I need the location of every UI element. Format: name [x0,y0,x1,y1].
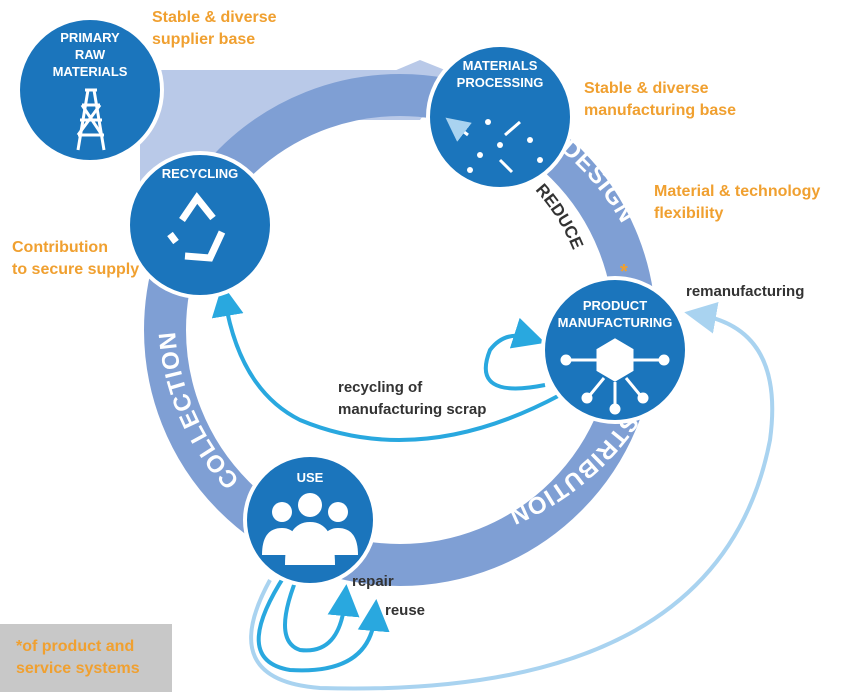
svg-text:MATERIALS: MATERIALS [53,64,128,79]
people-group-icon [262,493,358,565]
particles-icon [445,117,543,174]
node-primary-raw-materials: PRIMARY RAW MATERIALS [16,16,164,164]
benefit-flexibility-line1: Material & technology [654,183,820,200]
benefit-manufacturing-line1: Stable & diverse [584,80,709,97]
reuse-arrow [256,573,390,673]
footnote-line2: service systems [16,660,140,677]
scrap-recycling-arrow [211,284,561,442]
oil-derrick-icon [76,88,106,151]
remanufacturing-arrow [249,302,775,691]
svg-text:PRIMARY: PRIMARY [60,30,120,45]
footnote: *of product and service systems [16,636,166,680]
recycle-icon [167,192,226,262]
node-recycling: RECYCLING [126,151,274,299]
node-use: USE [243,453,377,587]
reuse-label: reuse [385,602,425,619]
node-product-manufacturing: PRODUCT MANUFACTURING [541,276,689,424]
recycling-scrap-line1: recycling of [338,379,423,396]
footnote-box [0,624,172,692]
benefit-supplier-line1: Stable & diverse [152,9,277,26]
svg-text:USE: USE [297,470,324,485]
svg-text:RECYCLING: RECYCLING [162,166,239,181]
benefit-supply-line2: to secure supply [12,261,139,278]
repair-label: repair [352,573,394,590]
footnote-line1: *of product and [16,638,135,655]
node-materials-processing: MATERIALS PROCESSING [426,43,574,191]
scrap-loop-arrow [483,317,546,391]
benefit-supplier-line2: supplier base [152,31,255,48]
cube-network-icon [560,338,670,415]
design-asterisk: * [620,261,628,283]
remanufacturing-label: remanufacturing [686,283,804,300]
svg-text:MANUFACTURING: MANUFACTURING [558,315,673,330]
benefit-supply-line1: Contribution [12,239,108,256]
loop-arrows [211,284,775,691]
svg-text:MATERIALS: MATERIALS [463,58,538,73]
svg-text:RAW: RAW [75,47,106,62]
recycling-scrap-line2: manufacturing scrap [338,401,486,418]
svg-text:PRODUCT: PRODUCT [583,298,647,313]
svg-text:PROCESSING: PROCESSING [457,75,544,90]
repair-arrow [283,569,360,653]
benefit-flexibility-line2: flexibility [654,205,723,222]
benefit-manufacturing-line2: manufacturing base [584,102,736,119]
